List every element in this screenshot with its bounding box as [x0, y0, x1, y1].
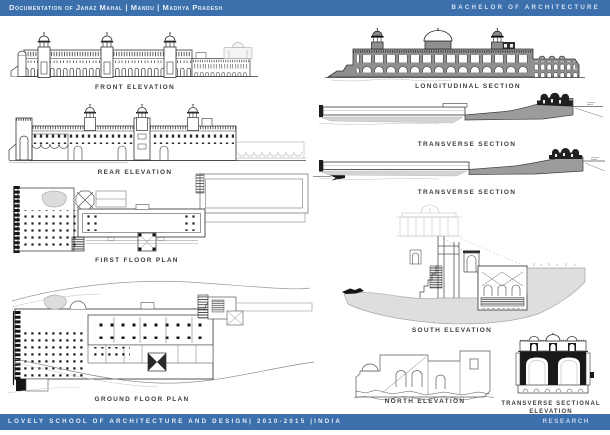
sheet-title: Documentation of Jahaz Mahal | Mandu | M…	[9, 3, 223, 12]
level-annotation	[591, 157, 599, 160]
research-label: RESEARCH	[542, 418, 590, 425]
transverse-sectional-elevation-label: TRANSVERSE SECTIONAL ELEVATION	[501, 401, 601, 415]
rear-elevation-label: REAR ELEVATION	[97, 169, 173, 176]
level-annotation	[587, 102, 595, 105]
terrace-marks	[533, 263, 576, 266]
north-elevation-drawing	[352, 341, 502, 401]
first-floor-plan-label: FIRST FLOOR PLAN	[95, 257, 179, 264]
transverse-section-a-label: TRANSVERSE SECTION	[417, 141, 517, 148]
south-elevation-drawing	[342, 202, 587, 328]
program-label: BACHELOR OF ARCHITECTURE	[451, 4, 600, 11]
transverse-section-a-drawing	[315, 90, 607, 142]
school-label: LOVELY SCHOOL OF ARCHITECTURE AND DESIGN…	[8, 418, 343, 425]
first-floor-plan-drawing	[8, 171, 348, 256]
longitudinal-section-drawing	[325, 28, 587, 86]
footer-bar: LOVELY SCHOOL OF ARCHITECTURE AND DESIGN…	[0, 414, 610, 430]
ground-floor-plan-drawing	[8, 267, 353, 397]
transverse-sectional-elevation-drawing	[510, 332, 596, 400]
north-elevation-label: NORTH ELEVATION	[384, 398, 466, 405]
ground-floor-plan-label: GROUND FLOOR PLAN	[94, 396, 190, 403]
front-elevation-drawing	[10, 31, 260, 78]
header-bar: Documentation of Jahaz Mahal | Mandu | M…	[0, 0, 610, 16]
transverse-section-b-label: TRANSVERSE SECTION	[417, 189, 517, 196]
transverse-section-b-drawing	[315, 147, 607, 191]
rear-elevation-drawing	[8, 100, 308, 164]
south-elevation-label: SOUTH ELEVATION	[411, 327, 493, 334]
longitudinal-section-label: LONGITUDINAL SECTION	[415, 83, 521, 90]
front-elevation-label: FRONT ELEVATION	[95, 84, 175, 91]
